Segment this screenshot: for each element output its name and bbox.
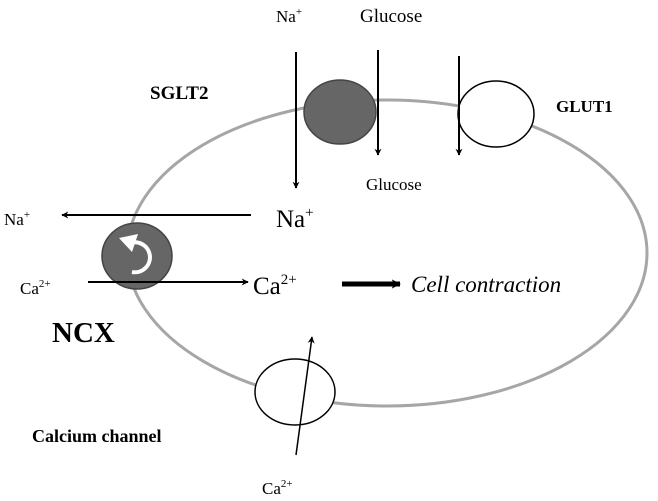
sglt2-label: SGLT2 [150, 83, 208, 104]
outer-na-label: Na+ [4, 209, 30, 229]
glut1-transporter [457, 80, 535, 148]
inner-glucose-label: Glucose [366, 175, 422, 194]
sglt2-transporter [303, 79, 377, 145]
inner-ca-label: Ca2+ [253, 272, 297, 300]
top-glucose-label: Glucose [360, 6, 422, 27]
top-na-label: Na+ [276, 6, 302, 26]
ncx-exchanger [101, 222, 173, 290]
cell-membrane [125, 98, 649, 408]
ca-channel-arrow [295, 336, 315, 456]
bottom-ca-label: Ca2+ [262, 478, 293, 498]
cell-contraction-label: Cell contraction [411, 272, 561, 297]
outer-ca-label: Ca2+ [20, 278, 51, 298]
inner-na-label: Na+ [276, 205, 314, 233]
calcium-channel [254, 358, 336, 426]
calcium-channel-label: Calcium channel [32, 426, 162, 446]
glut1-label: GLUT1 [556, 97, 613, 116]
rotate-arrowhead-icon [119, 234, 138, 252]
ncx-label: NCX [52, 317, 115, 349]
